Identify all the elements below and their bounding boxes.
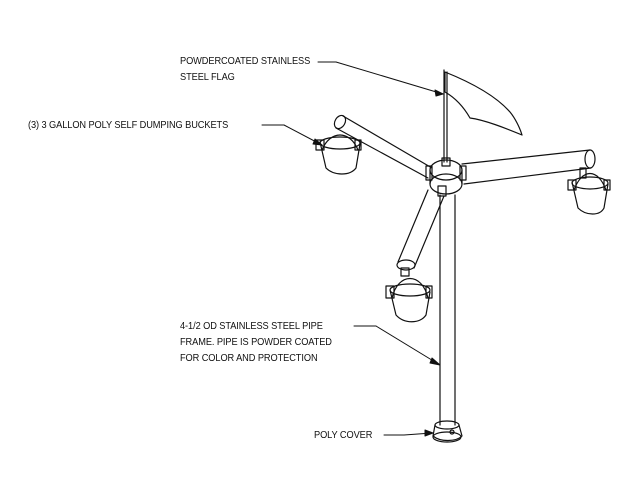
arm-right	[461, 149, 596, 185]
arm-front	[396, 189, 445, 277]
flag-label-line2: STEEL FLAG	[180, 71, 235, 83]
flag-label-line1: POWDERCOATED STAINLESS	[180, 55, 311, 67]
bucket-icon	[315, 134, 362, 175]
flag-icon	[443, 69, 523, 163]
pipe-label-line1: 4-1/2 OD STAINLESS STEEL PIPE	[180, 320, 323, 332]
pipe-frame	[439, 194, 456, 426]
cover-label: POLY COVER	[314, 429, 373, 441]
bucket-icon	[385, 278, 433, 323]
leader-lines	[261, 61, 444, 437]
bucket-icon	[567, 172, 611, 215]
arm-left	[333, 114, 433, 179]
poly-cover	[432, 420, 463, 443]
hub	[425, 157, 467, 197]
pipe-label-line3: FOR COLOR AND PROTECTION	[180, 352, 318, 364]
pipe-label-line2: FRAME. PIPE IS POWDER COATED	[180, 336, 332, 348]
buckets-label: (3) 3 GALLON POLY SELF DUMPING BUCKETS	[28, 119, 229, 131]
